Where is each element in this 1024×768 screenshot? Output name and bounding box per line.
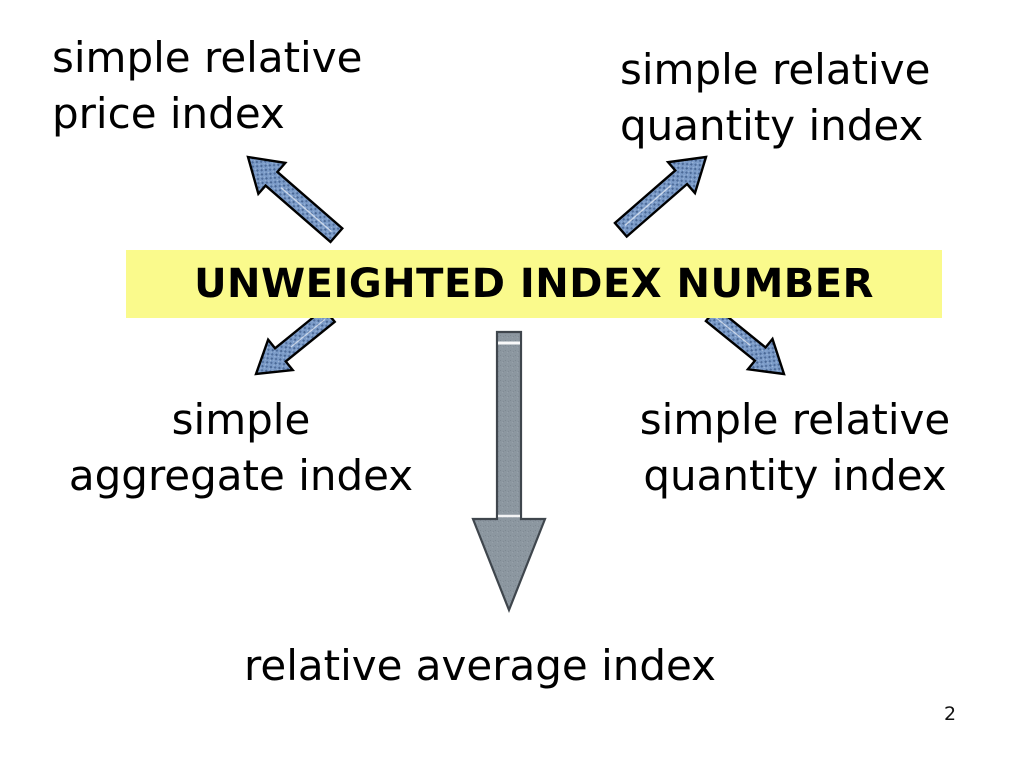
- node-label-bottom-left: simple aggregate index: [68, 395, 414, 500]
- arrow-up-left-icon: [246, 155, 344, 244]
- node-label-bottom-center: relative average index: [244, 641, 716, 690]
- page-number: 2: [943, 703, 957, 725]
- center-banner: UNWEIGHTED INDEX NUMBER: [126, 250, 942, 318]
- arrow-down-center-icon: [471, 330, 547, 613]
- arrow-up-right-icon: [613, 155, 708, 239]
- node-label-bottom-right: simple relative quantity index: [639, 395, 951, 500]
- node-label-top-right: simple relative quantity index: [620, 45, 931, 150]
- node-label-top-left: simple relative price index: [52, 33, 363, 138]
- center-banner-title: UNWEIGHTED INDEX NUMBER: [194, 261, 874, 307]
